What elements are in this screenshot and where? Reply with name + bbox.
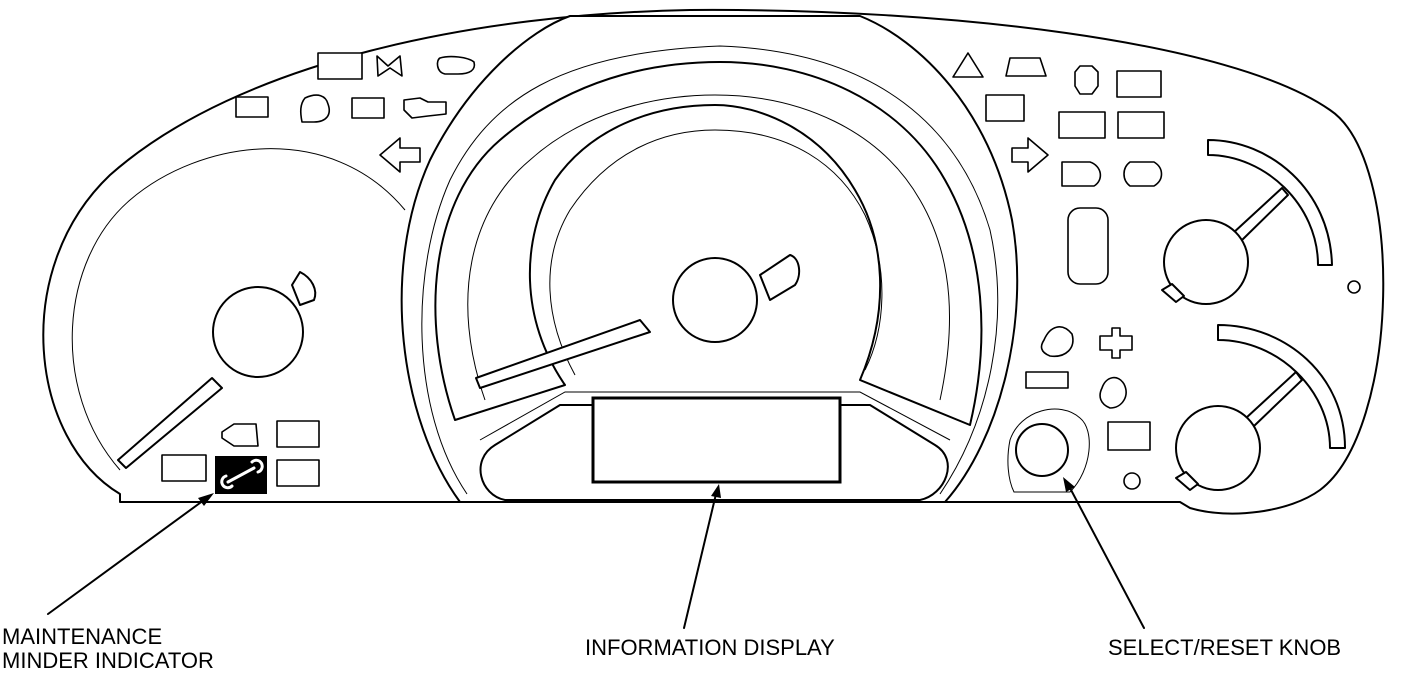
indicator-lamp xyxy=(161,454,207,482)
indicator-lamp xyxy=(1116,70,1162,98)
right-arrow-icon xyxy=(1011,137,1049,173)
indicator-lamp xyxy=(221,423,259,447)
upper-gauge-arc xyxy=(1207,139,1333,266)
maintenance-minder-label-line2: MINDER INDICATOR xyxy=(2,648,214,673)
indicator-lamp xyxy=(403,97,447,119)
indicator-lamp xyxy=(1117,111,1165,139)
indicator-lamp xyxy=(1123,161,1163,187)
information-display-label: INFORMATION DISPLAY xyxy=(585,635,835,660)
tachometer-needle xyxy=(117,377,223,469)
indicator-lamp xyxy=(235,96,269,118)
indicator-lamp xyxy=(436,55,476,75)
indicator-lamp xyxy=(1005,57,1047,77)
warning-triangle-icon xyxy=(952,52,984,78)
lower-gauge-notch xyxy=(1175,471,1199,491)
indicator-lamp xyxy=(1107,421,1151,451)
upper-gauge-notch xyxy=(1161,283,1185,303)
indicator-lamp xyxy=(1025,371,1069,389)
select-reset-knob-label: SELECT/RESET KNOB xyxy=(1108,635,1341,660)
indicator-lamp xyxy=(276,420,320,448)
knob-recess xyxy=(1007,408,1090,493)
select-reset-knob[interactable] xyxy=(1015,423,1069,477)
indicator-lamp xyxy=(1099,376,1127,409)
wrench-icon xyxy=(220,458,264,490)
speedometer-outer-band xyxy=(434,61,983,426)
indicator-lamp xyxy=(1123,472,1141,490)
leader-maintenance xyxy=(47,493,214,615)
speedometer-needle xyxy=(475,319,651,389)
tachometer-needle-tail xyxy=(291,271,317,306)
indicator-lamp xyxy=(1061,161,1102,187)
indicator-lamp xyxy=(1067,207,1109,285)
leader-select-reset-knob xyxy=(1063,477,1145,629)
speedometer-face-arc xyxy=(549,129,883,376)
indicator-lamp xyxy=(1074,65,1099,95)
speedometer-inner-ring xyxy=(421,45,999,495)
upper-gauge-hub xyxy=(1163,219,1249,305)
left-arrow-icon xyxy=(379,137,421,173)
lower-gauge-arc xyxy=(1217,324,1346,449)
information-display-screen xyxy=(591,396,842,484)
leader-information-display xyxy=(683,484,721,629)
tachometer-hub xyxy=(212,286,304,378)
maintenance-minder-label-line1: MAINTENANCE xyxy=(2,624,162,649)
indicator-lamp xyxy=(351,97,385,119)
indicator-lamp xyxy=(1099,327,1133,359)
display-bezel-rim xyxy=(479,391,951,441)
indicator-lamp xyxy=(317,52,363,80)
speedometer-needle-tail xyxy=(759,254,801,301)
indicator-lamp xyxy=(1040,326,1074,358)
speedometer-inner-band xyxy=(467,94,951,401)
indicator-lamp xyxy=(985,94,1025,122)
indicator-lamp xyxy=(1347,280,1361,294)
tachometer-arc xyxy=(71,148,406,471)
indicator-lamp xyxy=(299,94,330,123)
indicator-lamp xyxy=(376,55,403,77)
indicator-lamp xyxy=(1058,111,1106,139)
speedometer-hub xyxy=(672,257,758,343)
lower-gauge-hub xyxy=(1175,405,1261,491)
indicator-lamp xyxy=(276,459,320,487)
